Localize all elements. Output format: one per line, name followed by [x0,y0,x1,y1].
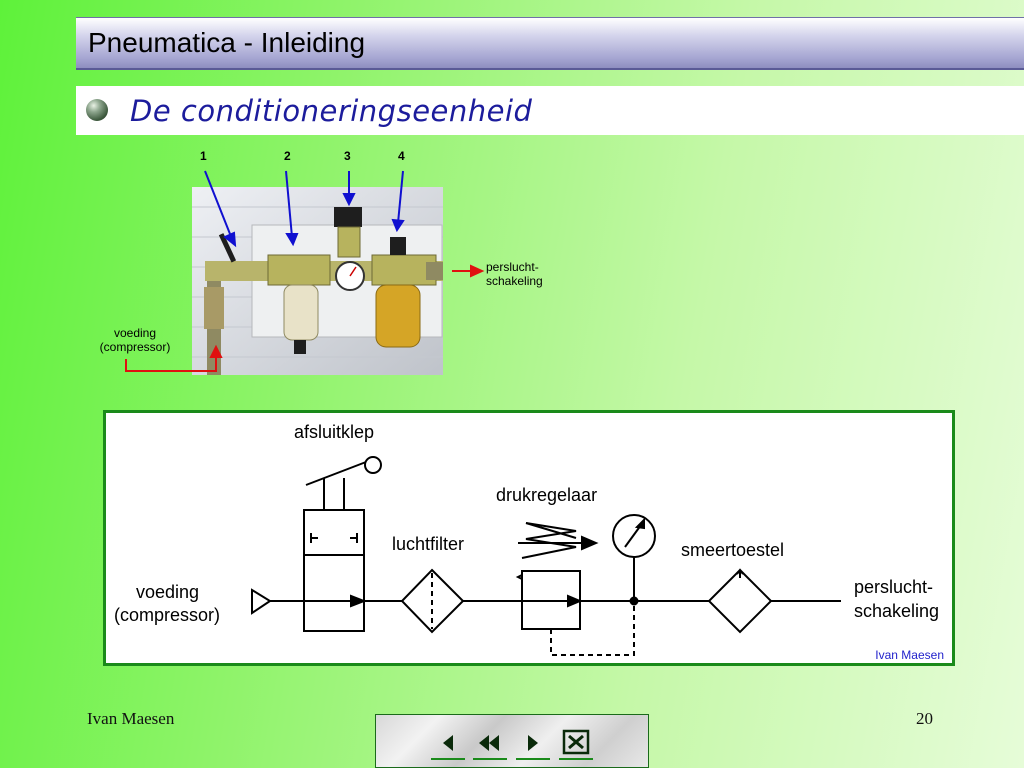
schema-supply-label: voeding [136,582,199,602]
first-slide-button[interactable] [473,728,507,760]
previous-slide-button[interactable] [431,728,465,760]
pressure-regulator-symbol [515,522,635,656]
slide-subtitle: De conditioneringseenheid [130,94,533,128]
footer-author: Ivan Maesen [87,709,175,728]
schema-supply-sub-label: (compressor) [114,605,220,625]
schematic-diagram: afsluitklep drukregelaar luchtfilter sme… [103,410,955,666]
end-show-button[interactable] [559,728,593,760]
label-1: 1 [200,149,207,163]
schema-credit: Ivan Maesen [875,648,944,662]
triangle-left-icon [443,735,453,751]
triangle-right-icon [528,735,538,751]
photo-output-label: perslucht- [486,260,539,274]
lubricator-label: smeertoestel [681,540,784,560]
flow-arrows [125,264,485,372]
photo-output-sub-label: schakeling [486,274,543,288]
label-3: 3 [344,149,351,163]
title-bar: Pneumatica - Inleiding [76,17,1024,70]
pressure-gauge-symbol [612,514,656,606]
slide-title: Pneumatica - Inleiding [88,27,366,58]
photo-supply-label: voeding [114,326,156,340]
schema-output-sub-label: schakeling [854,601,939,621]
supply-symbol [251,588,272,615]
slide-navigation [375,714,649,768]
filter-label: luchtfilter [392,534,464,554]
bullet-icon [86,99,108,121]
page-number: 20 [916,709,933,728]
photo-supply-sub-label: (compressor) [100,340,171,354]
regulator-label: drukregelaar [496,485,597,505]
label-2: 2 [284,149,291,163]
close-box-icon [562,729,590,755]
air-filter-symbol [400,568,465,634]
schema-output-label: perslucht- [854,577,933,597]
valve-label: afsluitklep [294,422,374,442]
photo-figure: 1 2 3 4 voeding (compressor) perslucht- … [80,145,580,380]
lubricator-symbol [707,568,773,634]
pointer-arrows [204,170,405,248]
next-slide-button[interactable] [516,728,550,760]
subtitle-bar: De conditioneringseenheid [76,86,1024,135]
double-triangle-left-icon [479,735,499,751]
label-4: 4 [398,149,405,163]
shutoff-valve-symbol [303,456,382,632]
